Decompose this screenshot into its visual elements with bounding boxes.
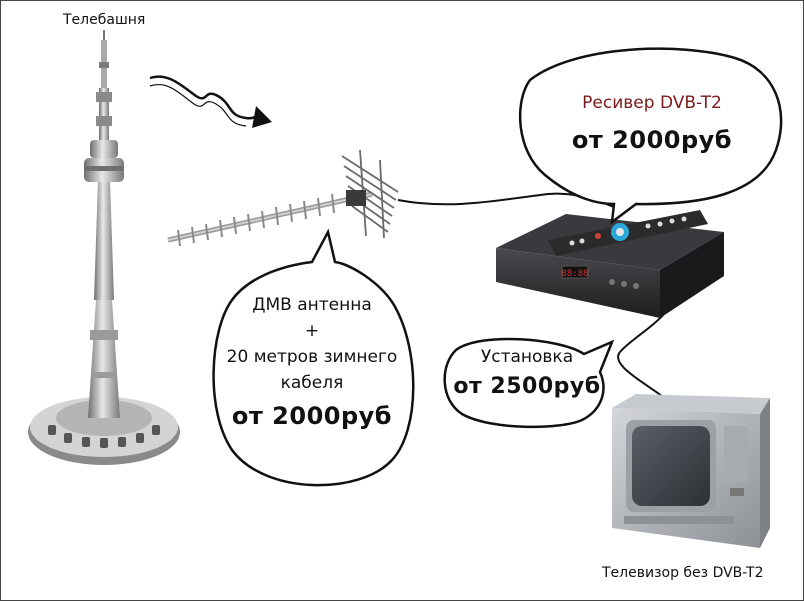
tower-label: Телебашня (63, 12, 146, 28)
speech-bubbles (212, 47, 783, 487)
antenna-line-1: ДМВ антенна (252, 295, 372, 315)
install-title: Установка (480, 347, 574, 367)
install-price: от 2500руб (453, 374, 601, 399)
antenna-line-2: + (304, 321, 320, 341)
tv-label: Телевизор без DVB-T2 (602, 565, 764, 581)
dvb-t2-receiver-illustration: 88:88 (496, 210, 724, 318)
receiver-display: 88:88 (561, 269, 588, 279)
receiver-title: Ресивер DVB-T2 (582, 93, 722, 113)
install-bubble-text: Установка от 2500руб (442, 344, 612, 399)
antenna-bubble-text: ДМВ антенна + 20 метров зимнего кабеля о… (222, 292, 402, 430)
receiver-price: от 2000руб (571, 126, 733, 154)
receiver-bubble (519, 47, 783, 225)
antenna-line-4: кабеля (280, 373, 344, 393)
antenna-line-3: 20 метров зимнего (226, 347, 398, 367)
receiver-bubble-text: Ресивер DVB-T2 от 2000руб (542, 90, 762, 154)
install-bubble (443, 337, 615, 429)
antenna-price: от 2000руб (231, 402, 393, 430)
uhf-antenna-illustration (167, 149, 399, 247)
signal-wave-arrow (149, 75, 272, 128)
crt-television-illustration (612, 394, 770, 548)
antenna-bubble (212, 228, 415, 487)
tv-tower-illustration (28, 30, 180, 465)
